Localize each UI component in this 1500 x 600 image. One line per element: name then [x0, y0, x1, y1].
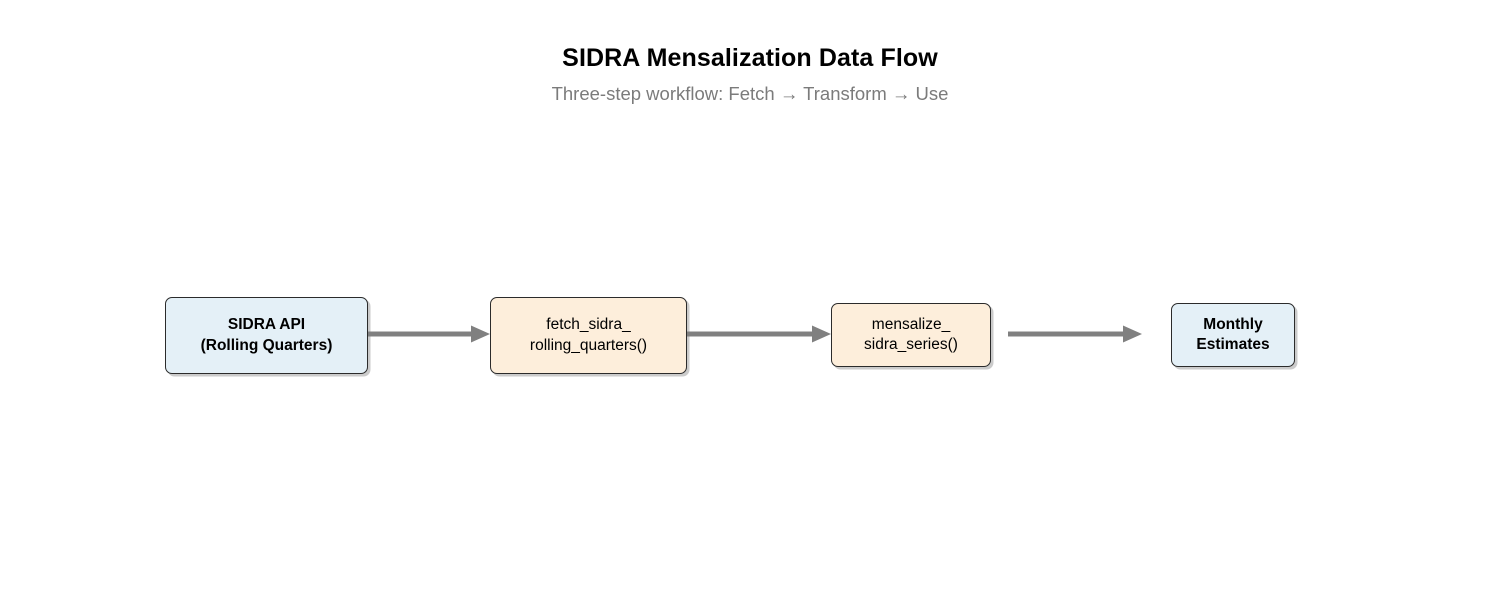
flow-node-monthly-estimates-line1: Monthly [1203, 315, 1263, 333]
page-subtitle: Three-step workflow: Fetch → Transform →… [551, 83, 949, 104]
flow-node-monthly-estimates[interactable]: Monthly Estimates [1171, 303, 1295, 367]
flow-node-fetch-line2: rolling_quarters() [529, 336, 648, 354]
diagram-header: SIDRA Mensalization Data Flow Three-step… [0, 0, 1500, 104]
flow-node-sidra-api-line1: SIDRA API [227, 316, 306, 334]
flow-node-sidra-api[interactable]: SIDRA API (Rolling Quarters) [165, 297, 368, 374]
flow-node-fetch-sidra-rolling-quarters[interactable]: fetch_sidra_ rolling_quarters() [490, 297, 687, 374]
flow-node-fetch-line1: fetch_sidra_ [546, 316, 631, 334]
flow-node-monthly-estimates-line2: Estimates [1196, 336, 1270, 353]
flow-arrow-3 [1008, 322, 1142, 346]
flow-arrow-2 [687, 322, 831, 346]
flow-node-mensalize-sidra-series[interactable]: mensalize_ sidra_series() [831, 303, 991, 367]
page-title: SIDRA Mensalization Data Flow [562, 44, 938, 72]
flow-node-sidra-api-line2: (Rolling Quarters) [200, 336, 333, 354]
flow-node-mensalize-line2: sidra_series() [864, 336, 958, 353]
flow-node-mensalize-line1: mensalize_ [871, 315, 951, 333]
flow-arrow-1 [368, 322, 490, 346]
